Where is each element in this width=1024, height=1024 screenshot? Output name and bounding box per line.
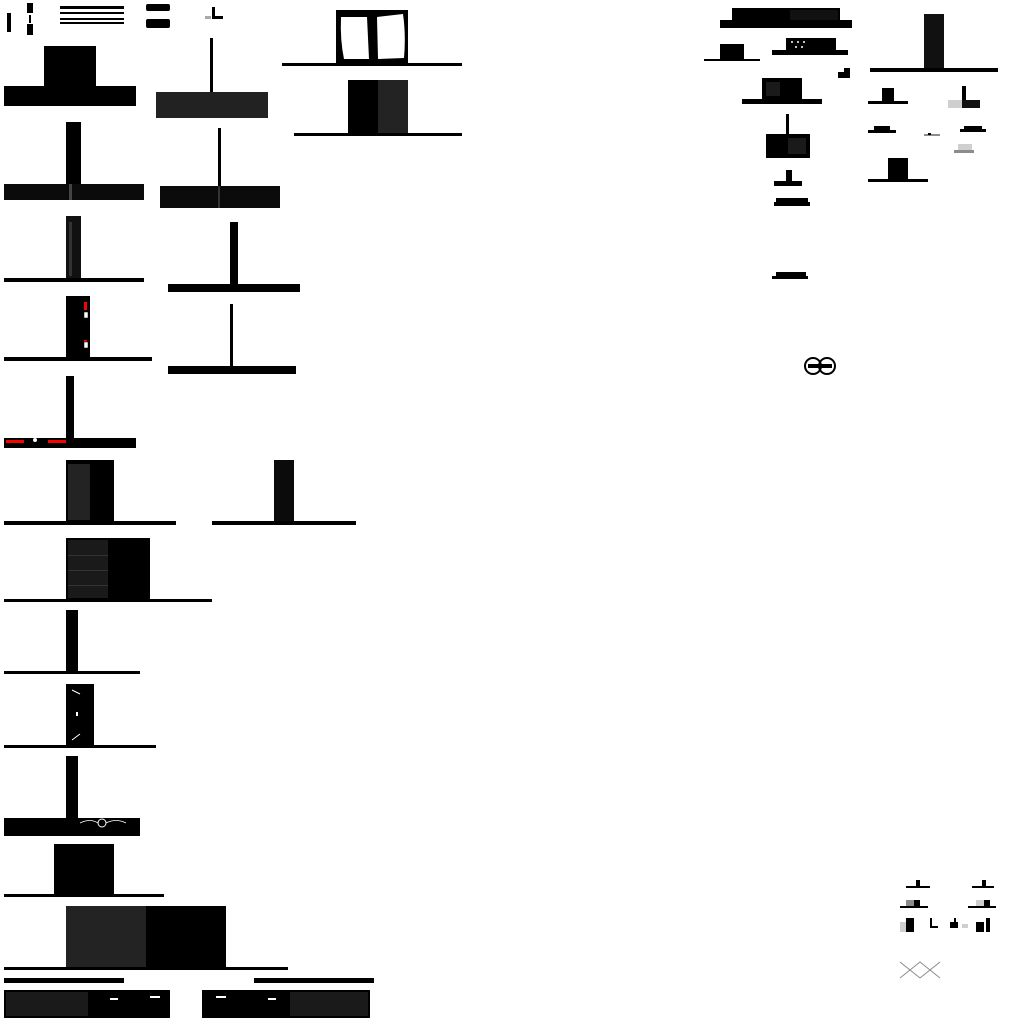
right-dotted-device <box>772 38 848 55</box>
left-stand-11 <box>212 460 356 525</box>
right-stand-e <box>772 272 808 279</box>
stack-icon <box>146 4 170 28</box>
right-tall-stand <box>870 14 998 72</box>
cross-lines-icon <box>899 961 941 979</box>
right-stand-d <box>774 198 810 206</box>
left-stand-9 <box>4 376 136 448</box>
right-stand-a <box>742 78 822 104</box>
left-stand-2 <box>156 38 268 118</box>
left-stand-1 <box>4 46 136 106</box>
right-mini-stand-3 <box>868 126 896 133</box>
left-stand-15 <box>4 756 140 836</box>
left-stand-14 <box>4 684 156 748</box>
right-console <box>720 8 852 28</box>
left-stand-3 <box>4 122 144 200</box>
right-ring-icon <box>804 357 836 375</box>
right-mini-stand-6 <box>954 144 974 153</box>
right-mini-stand-4 <box>924 133 940 136</box>
lines-icon <box>60 6 124 24</box>
left-stand-17 <box>4 906 288 970</box>
left-stand-5 <box>4 216 144 282</box>
cabinet-frame <box>294 80 462 136</box>
left-stand-12 <box>4 538 212 602</box>
right-stand-b <box>766 114 810 158</box>
right-small-box <box>704 44 760 61</box>
left-stand-16 <box>4 844 164 897</box>
left-stand-7 <box>4 296 152 361</box>
right-tiny-shapes <box>838 68 850 78</box>
window-frame <box>282 10 462 66</box>
right-mini-stand-1 <box>868 88 908 104</box>
top-left-icons <box>7 3 223 35</box>
left-stand-13 <box>4 610 140 674</box>
corner-icon <box>205 7 223 19</box>
left-stand-4 <box>160 128 280 208</box>
right-mini-stand-5 <box>960 126 986 132</box>
left-stand-6 <box>168 222 300 292</box>
left-stand-18 <box>4 978 374 1018</box>
left-stand-10 <box>4 460 176 525</box>
right-stand-c <box>774 170 802 186</box>
left-stand-8 <box>168 304 296 374</box>
right-mini-stand-7 <box>868 158 928 182</box>
ink-bottle-icon <box>7 3 33 35</box>
right-mini-stand-2 <box>948 86 980 108</box>
bottom-right-icons <box>899 880 996 979</box>
